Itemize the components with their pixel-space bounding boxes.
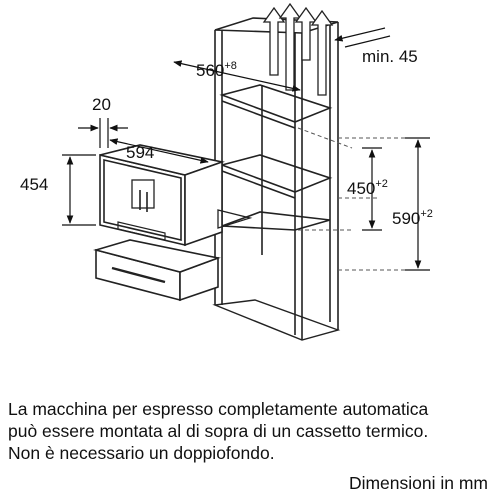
ventilation-arrows bbox=[262, 2, 334, 96]
hidden-lines bbox=[297, 127, 425, 271]
niche-total-label: 590+2 bbox=[392, 208, 433, 228]
warming-drawer bbox=[93, 209, 253, 302]
dimension-lines bbox=[62, 27, 430, 271]
depth-recess-label: 560+8 bbox=[196, 60, 237, 80]
caption-text: La macchina per espresso completamente a… bbox=[8, 399, 429, 463]
front-offset-label: 20 bbox=[92, 95, 111, 114]
coffee-machine bbox=[99, 144, 225, 247]
height-label: 454 bbox=[20, 175, 48, 194]
width-label: 594 bbox=[126, 143, 154, 162]
min-clearance-label: min. 45 bbox=[362, 47, 418, 66]
niche-height-label: 450+2 bbox=[347, 178, 388, 198]
units-note: Dimensioni in mm bbox=[348, 473, 488, 493]
installation-diagram: 560+8 min. 45 20 594 454 450+2 590+2 bbox=[20, 2, 433, 341]
